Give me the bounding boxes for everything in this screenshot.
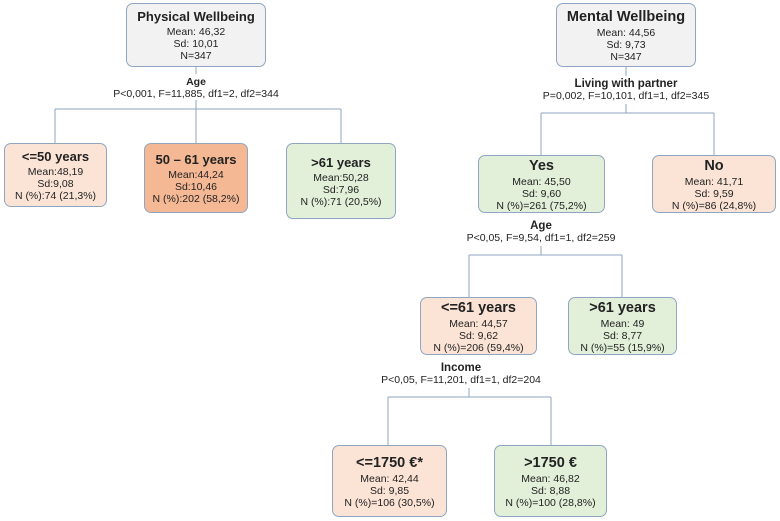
node-income-gt1750: >1750 € Mean: 46,82 Sd: 8,88 N (%)=100 (…	[494, 445, 607, 517]
node-physical-gt61: >61 years Mean:50,28 Sd:7,96 N (%):71 (2…	[286, 143, 396, 219]
node-sd: Sd:9,08	[37, 177, 74, 190]
node-n: N (%):74 (21,3%)	[14, 189, 97, 202]
split-living-with-partner: Living with partner P=0,002, F=10,101, d…	[543, 78, 709, 102]
node-mean: Mean: 44,56	[596, 26, 656, 39]
node-mental-yes: Yes Mean: 45,50 Sd: 9,60 N (%)=261 (75,2…	[478, 155, 605, 213]
node-n: N (%)=261 (75,2%)	[496, 199, 587, 212]
split-mental-age: Age P<0,05, F=9,54, df1=1, df2=259	[467, 220, 616, 244]
node-sd: Sd: 9,73	[606, 38, 646, 51]
node-mean: Mean: 41,71	[684, 175, 744, 188]
node-title: 50 – 61 years	[155, 151, 237, 167]
node-title: Physical Wellbeing	[137, 8, 255, 24]
node-n: N=347	[180, 49, 212, 62]
node-n: N (%)=100 (28,8%)	[505, 496, 596, 509]
node-mean: Mean: 42,44	[360, 472, 419, 485]
split-stats: P<0,05, F=9,54, df1=1, df2=259	[466, 232, 616, 244]
node-title: No	[704, 157, 724, 174]
split-stats: P<0,05, F=11,201, df1=1, df2=204	[381, 374, 541, 386]
node-title: <=61 years	[441, 299, 516, 316]
node-physical-50-61: 50 – 61 years Mean:44,24 Sd:10,46 N (%):…	[144, 143, 248, 213]
split-stats: P<0,001, F=11,885, df1=2, df2=344	[113, 88, 279, 100]
node-mental-no: No Mean: 41,71 Sd: 9,59 N (%)=86 (24,8%)	[652, 155, 776, 213]
node-physical-wellbeing: Physical Wellbeing Mean: 46,32 Sd: 10,01…	[126, 3, 266, 67]
node-sd: Sd: 9,62	[458, 329, 499, 342]
split-variable: Income	[440, 362, 482, 374]
split-physical-age: Age P<0,001, F=11,885, df1=2, df2=344	[113, 76, 279, 100]
node-title: <=1750 €*	[356, 454, 423, 471]
node-mean: Mean: 44,57	[449, 317, 508, 330]
node-n: N (%)=86 (24,8%)	[671, 199, 757, 212]
node-sd: Sd: 9,85	[369, 484, 410, 497]
node-title: >61 years	[589, 299, 656, 316]
node-mean: Mean:44,24	[168, 168, 224, 181]
node-mental-gt61: >61 years Mean: 49 Sd: 8,77 N (%)=55 (15…	[568, 297, 677, 355]
node-sd: Sd:7,96	[322, 183, 360, 196]
node-sd: Sd: 8,77	[602, 329, 643, 342]
node-title: >61 years	[311, 154, 371, 170]
node-sd: Sd: 9,60	[521, 187, 562, 200]
node-sd: Sd:10,46	[174, 180, 218, 193]
split-variable: Age	[530, 220, 552, 232]
node-mental-le61: <=61 years Mean: 44,57 Sd: 9,62 N (%)=20…	[420, 297, 537, 355]
node-income-le1750: <=1750 €* Mean: 42,44 Sd: 9,85 N (%)=106…	[332, 445, 447, 517]
node-mean: Mean:48,19	[27, 165, 84, 178]
node-n: N=347	[610, 50, 642, 63]
node-title: <=50 years	[21, 148, 90, 164]
node-mean: Mean: 49	[600, 317, 645, 330]
node-mean: Mean: 45,50	[512, 175, 571, 188]
node-n: N (%)=206 (59,4%)	[433, 341, 524, 354]
node-sd: Sd: 9,59	[694, 187, 734, 200]
node-mean: Mean: 46,32	[166, 25, 226, 38]
node-mental-wellbeing: Mental Wellbeing Mean: 44,56 Sd: 9,73 N=…	[556, 3, 696, 67]
node-n: N (%)=55 (15,9%)	[580, 341, 665, 354]
node-physical-le50: <=50 years Mean:48,19 Sd:9,08 N (%):74 (…	[4, 143, 107, 207]
node-n: N (%):71 (20,5%)	[300, 195, 382, 208]
node-n: N (%)=106 (30,5%)	[344, 496, 435, 509]
node-n: N (%):202 (58,2%)	[152, 192, 240, 205]
node-mean: Mean: 46,82	[521, 472, 580, 485]
node-sd: Sd: 10,01	[173, 37, 219, 50]
split-variable: Age	[186, 76, 206, 88]
node-title: >1750 €	[524, 454, 577, 471]
node-mean: Mean:50,28	[313, 171, 369, 184]
split-income: Income P<0,05, F=11,201, df1=1, df2=204	[381, 362, 541, 386]
node-sd: Sd: 8,88	[530, 484, 571, 497]
split-variable: Living with partner	[574, 78, 678, 90]
node-title: Mental Wellbeing	[566, 8, 686, 25]
split-stats: P=0,002, F=10,101, df1=1, df2=345	[542, 90, 710, 102]
node-title: Yes	[529, 157, 554, 174]
